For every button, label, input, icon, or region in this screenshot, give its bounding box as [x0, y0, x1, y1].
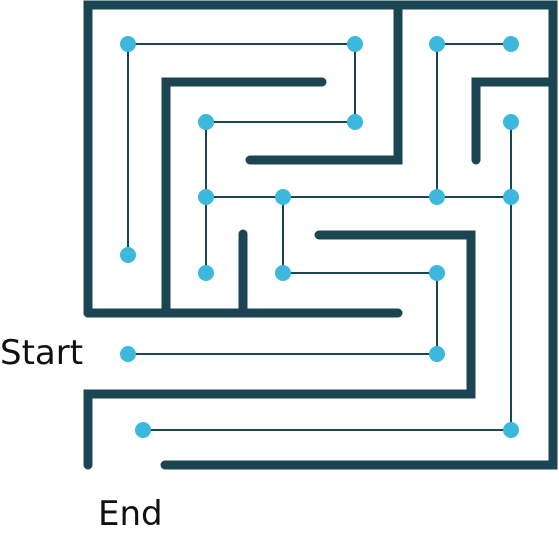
path-node — [347, 36, 363, 52]
path-segment — [143, 122, 512, 431]
path-node — [198, 265, 214, 281]
path-node — [429, 346, 445, 362]
path-segment — [127, 43, 356, 273]
path-node — [198, 189, 214, 205]
path-node — [503, 114, 519, 130]
middle-wall — [83, 230, 476, 470]
path-node — [347, 114, 363, 130]
path-node — [135, 422, 151, 438]
junction-nodes — [120, 36, 519, 438]
path-node — [120, 346, 136, 362]
top-middle-wall — [245, 0, 403, 165]
path-node — [275, 265, 291, 281]
path-node — [198, 114, 214, 130]
path-node — [429, 189, 445, 205]
path-node — [503, 36, 519, 52]
inner-left-wall — [161, 77, 327, 318]
path-node — [275, 189, 291, 205]
path-node — [429, 36, 445, 52]
start-label: Start — [0, 333, 84, 373]
path-node — [429, 265, 445, 281]
path-node — [120, 247, 136, 263]
right-inner-wall — [471, 77, 558, 165]
end-label: End — [98, 494, 163, 534]
path-node — [503, 189, 519, 205]
maze-walls — [83, 0, 558, 470]
path-node — [120, 36, 136, 52]
outer-wall-top-left-right — [83, 0, 558, 470]
path-node — [503, 422, 519, 438]
